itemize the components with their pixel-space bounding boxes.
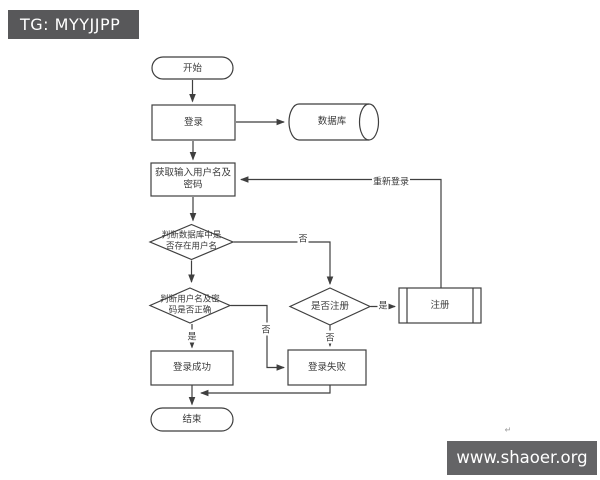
edge-check-user-no-to-ask-register <box>233 241 334 285</box>
register-label: 注册 <box>430 299 450 311</box>
fail-label: 登录失败 <box>307 361 347 373</box>
check-user-label: 判断数据库中是否存在用户名 <box>161 230 222 252</box>
edge-label-register-yes: 是 <box>377 298 389 312</box>
node-start-terminator <box>151 56 234 80</box>
edge-label-relogin: 重新登录 <box>371 174 411 188</box>
node-fail-process <box>287 349 367 386</box>
stray-mark: ↵ <box>504 425 512 435</box>
edge-label-register-no: 否 <box>324 330 336 344</box>
edge-register-relogin-to-get-input <box>240 176 442 288</box>
edge-fail-merge-to-end <box>200 385 331 397</box>
node-login-process <box>151 104 236 141</box>
edge-label-credentials-yes: 是 <box>186 329 198 343</box>
database-label: 数据库 <box>317 115 347 127</box>
start-label: 开始 <box>182 62 203 74</box>
node-check-credentials-decision <box>148 287 232 324</box>
node-database-cylinder-cap <box>358 103 370 141</box>
edge-credentials-no-to-fail <box>230 304 285 371</box>
node-register-predefined <box>398 287 482 324</box>
edge-label-credentials-no: 否 <box>260 322 272 336</box>
ask-register-label: 是否注册 <box>310 300 350 312</box>
node-ask-register-decision <box>288 287 372 326</box>
tg-watermark-badge: TG: MYYJJPP <box>8 10 139 39</box>
node-end-terminator <box>150 407 234 432</box>
check-credentials-label: 判断用户名及密码是否正确 <box>160 294 220 316</box>
login-label: 登录 <box>183 116 204 128</box>
edge-label-user-not-exists-no: 否 <box>297 231 309 245</box>
get-input-label: 获取输入用户名及密码 <box>154 167 231 191</box>
success-label: 登录成功 <box>172 361 212 373</box>
node-get-input-process <box>150 162 236 197</box>
node-check-user-decision <box>148 223 235 261</box>
node-success-process <box>150 350 234 386</box>
site-watermark-badge: www.shaoer.org <box>447 441 597 475</box>
end-label: 结束 <box>182 413 202 425</box>
